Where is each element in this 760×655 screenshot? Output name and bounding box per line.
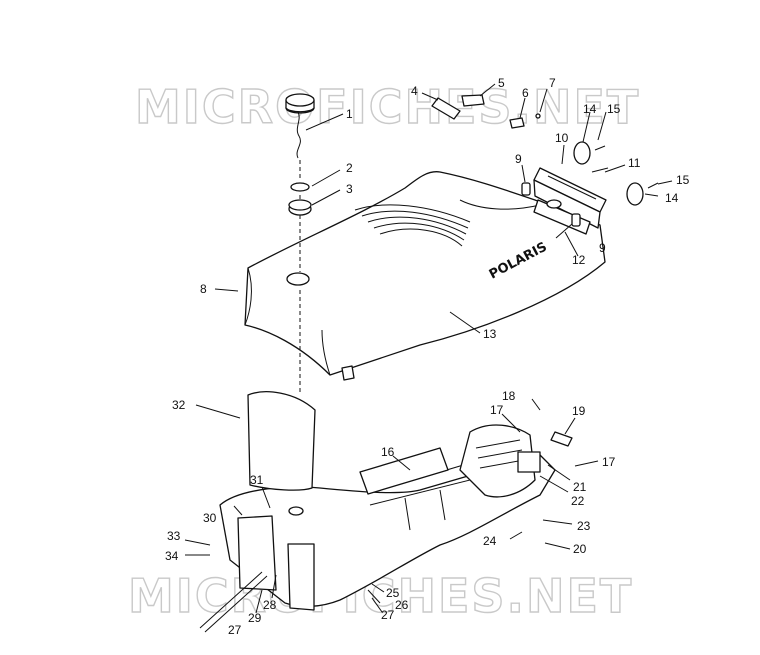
callout-13: 13 — [483, 327, 497, 341]
fuel-cap — [285, 93, 315, 159]
fuel-line — [199, 571, 268, 633]
callout-2: 2 — [346, 161, 353, 175]
chassis-tray — [359, 447, 449, 495]
callout-15-lower: 15 — [676, 173, 690, 187]
rivet — [535, 113, 541, 119]
callout-34: 34 — [165, 549, 179, 563]
callout-27-left: 27 — [228, 623, 242, 637]
callout-30: 30 — [203, 511, 217, 525]
callout-28: 28 — [263, 598, 277, 612]
callout-9-lower: 9 — [599, 241, 606, 255]
callout-14-lower: 14 — [665, 191, 679, 205]
small-clip — [509, 117, 525, 129]
callout-14-upper: 14 — [583, 102, 597, 116]
callout-16: 16 — [381, 445, 395, 459]
fuel-tank-base — [219, 447, 556, 611]
callout-6: 6 — [522, 86, 529, 100]
callout-7: 7 — [549, 76, 556, 90]
ecm-box — [459, 424, 541, 498]
badge-left — [431, 97, 461, 120]
callout-31: 31 — [250, 473, 264, 487]
callout-15-upper: 15 — [607, 102, 621, 116]
callout-25: 25 — [386, 586, 400, 600]
callout-29: 29 — [248, 611, 262, 625]
callout-1: 1 — [346, 107, 353, 121]
screw-bottom — [647, 182, 659, 189]
callout-24: 24 — [483, 534, 497, 548]
gasket-ring — [290, 182, 310, 192]
callout-9-upper: 9 — [515, 152, 522, 166]
heat-shield — [247, 391, 316, 491]
taillight-housing — [533, 167, 607, 229]
callout-12: 12 — [572, 253, 586, 267]
badge-center — [461, 94, 485, 107]
callout-21: 21 — [573, 480, 587, 494]
callout-3: 3 — [346, 182, 353, 196]
callout-11: 11 — [628, 156, 641, 170]
spacer-pair — [521, 182, 581, 227]
callout-32: 32 — [172, 398, 186, 412]
callout-23: 23 — [577, 519, 591, 533]
callout-26: 26 — [395, 598, 409, 612]
bolt — [591, 167, 609, 173]
callout-20: 20 — [573, 542, 587, 556]
callout-19: 19 — [572, 404, 586, 418]
callout-27-right: 27 — [381, 608, 395, 622]
seat-cover — [244, 171, 606, 381]
fuel-neck-seal — [288, 199, 312, 216]
callout-4: 4 — [411, 84, 418, 98]
watermark-top: MICROFICHES.NET — [135, 80, 640, 134]
callout-17-right: 17 — [602, 455, 616, 469]
reflector-plate-top — [573, 141, 591, 165]
callout-33: 33 — [167, 529, 181, 543]
screw-top — [594, 145, 606, 151]
callout-8: 8 — [200, 282, 207, 296]
callout-10: 10 — [555, 131, 569, 145]
reflector-plate-bottom — [626, 182, 644, 206]
callout-leaders — [184, 83, 673, 614]
callout-22: 22 — [571, 494, 585, 508]
callout-5: 5 — [498, 76, 505, 90]
callout-17-left: 17 — [490, 403, 504, 417]
callout-18: 18 — [502, 389, 516, 403]
mounting-bracket — [550, 431, 573, 447]
